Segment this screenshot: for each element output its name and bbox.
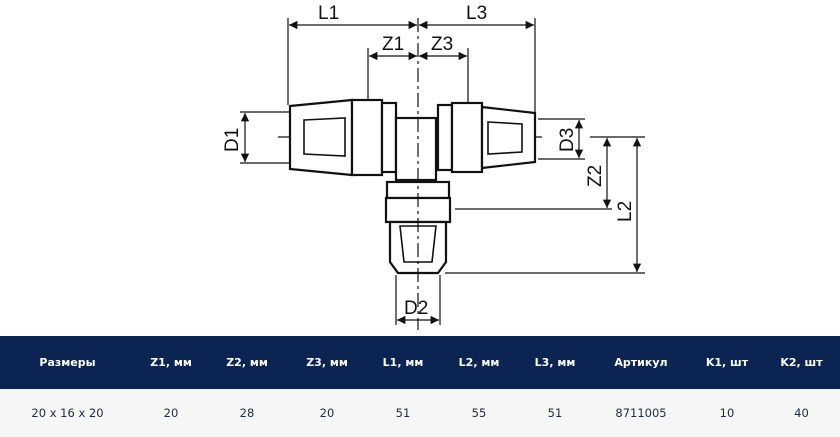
cell-k1: 10 [691,389,763,437]
tee-fitting-drawing: L1 L3 Z1 Z3 D1 D3 Z2 L2 D2 [222,3,645,330]
dim-label-d1: D1 [222,128,243,152]
dim-label-l1: L1 [318,3,339,24]
spec-table: Размеры Z1, мм Z2, мм Z3, мм L1, мм L2, … [0,336,840,437]
dim-label-d3: D3 [557,128,578,152]
header-article: Артикул [591,336,691,389]
dim-label-z1: Z1 [382,34,404,55]
header-l2: L2, мм [439,336,519,389]
cell-l3: 51 [519,389,591,437]
header-l1: L1, мм [367,336,439,389]
cell-k2: 40 [763,389,840,437]
cell-l1: 51 [367,389,439,437]
header-sizes: Размеры [0,336,135,389]
header-k2: K2, шт [763,336,840,389]
header-z3: Z3, мм [287,336,367,389]
technical-drawing-svg: L1 L3 Z1 Z3 D1 D3 Z2 L2 D2 [222,3,645,330]
dim-label-z2: Z2 [585,165,606,187]
dim-label-l3: L3 [466,3,487,24]
header-z1: Z1, мм [135,336,207,389]
table-row: 20 x 16 x 20 20 28 20 51 55 51 8711005 1… [0,389,840,437]
table-header-row: Размеры Z1, мм Z2, мм Z3, мм L1, мм L2, … [0,336,840,389]
dim-label-d2: D2 [404,298,428,319]
cell-z3: 20 [287,389,367,437]
cell-z1: 20 [135,389,207,437]
header-l3: L3, мм [519,336,591,389]
cell-z2: 28 [207,389,287,437]
cell-article: 8711005 [591,389,691,437]
dim-label-l2: L2 [615,201,636,222]
cell-sizes: 20 x 16 x 20 [0,389,135,437]
header-k1: K1, шт [691,336,763,389]
header-z2: Z2, мм [207,336,287,389]
dim-label-z3: Z3 [431,34,453,55]
cell-l2: 55 [439,389,519,437]
